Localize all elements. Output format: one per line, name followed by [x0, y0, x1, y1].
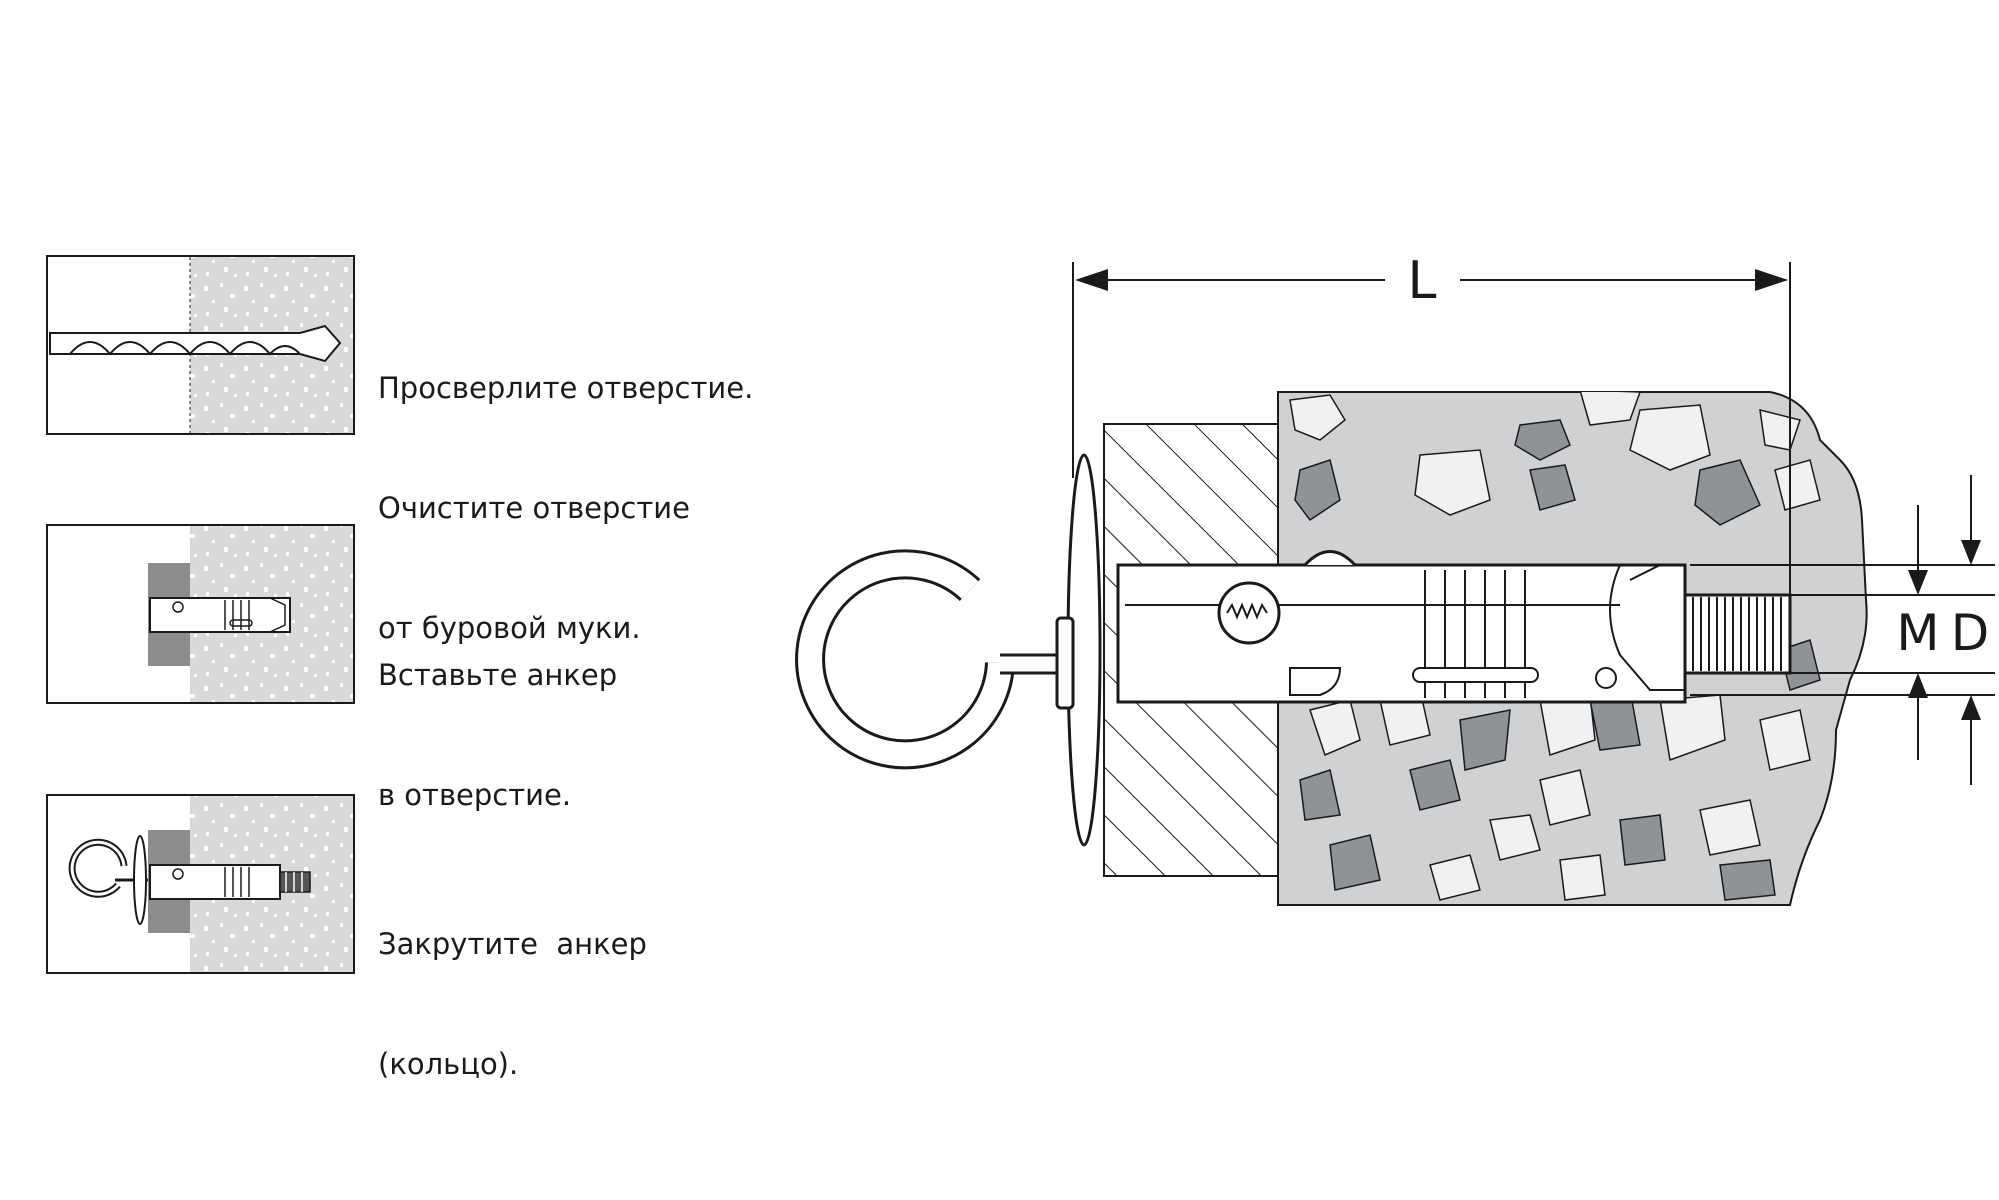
step-2-line-2: в отверстие.: [378, 778, 572, 812]
step-2-instructions: Вставьте анкер в отверстие.: [378, 575, 617, 855]
anchor-sleeve: [1116, 550, 1687, 704]
step-1-panel: [46, 255, 355, 435]
anchor-small-icon: [149, 597, 291, 633]
step-2-line-1: Вставьте анкер: [378, 658, 618, 692]
spring-clip-icon: [1217, 581, 1281, 645]
dimension-label-L: L: [1408, 251, 1437, 311]
step-1-line-2: Очистите отверстие: [378, 491, 690, 525]
step-3-instructions: Закрутите анкер (кольцо).: [378, 844, 647, 1124]
length-dimension: [1072, 262, 1791, 600]
step-2-panel: [46, 524, 355, 704]
ring-anchor-small-icon: [68, 835, 311, 925]
step-1-instructions: Просверлите отверстие. Очистите отверсти…: [378, 288, 753, 688]
drill-bit-icon: [49, 324, 342, 363]
concrete-block: [1277, 391, 1868, 906]
diameter-dimensions: [1690, 475, 1995, 785]
step-3-line-1: Закрутите анкер: [378, 927, 647, 961]
dimension-label-M: M: [1896, 604, 1939, 662]
step-3-line-2: (кольцо).: [378, 1047, 519, 1081]
dimension-label-D: D: [1951, 604, 1990, 662]
step-1-line-3: от буровой муки.: [378, 611, 641, 645]
threaded-bolt: [1683, 593, 1792, 675]
ring-hook-icon: [795, 549, 1075, 770]
step-1-line-1: Просверлите отверстие.: [378, 371, 754, 405]
step-3-panel: [46, 794, 355, 974]
